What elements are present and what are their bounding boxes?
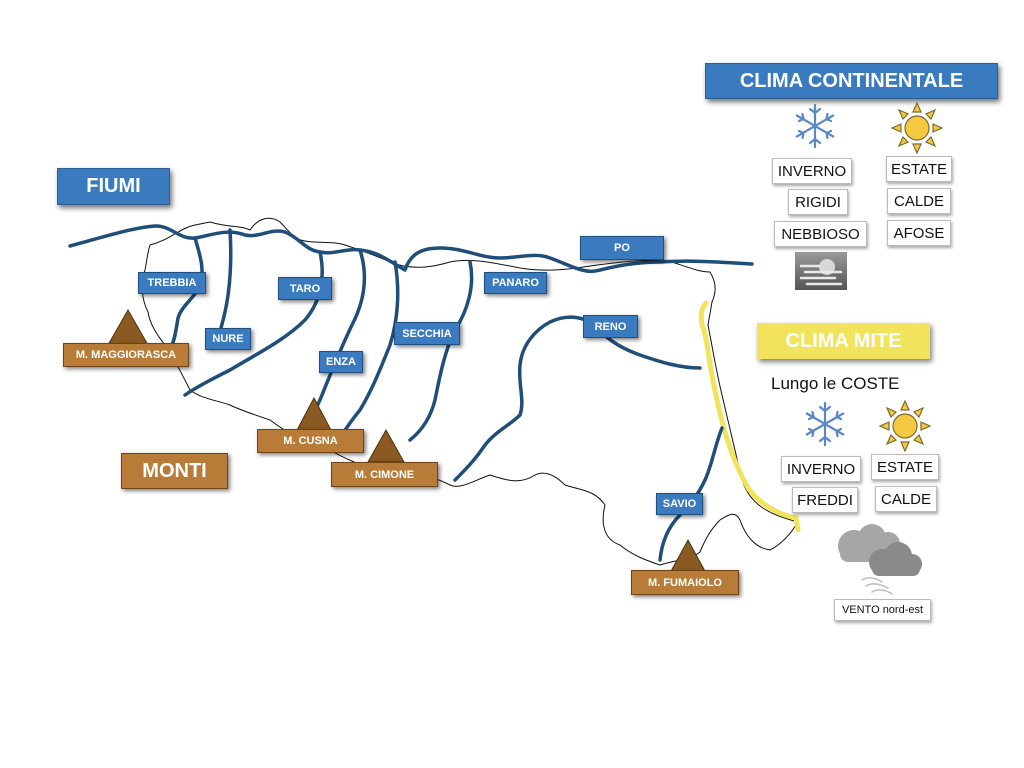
mite-winter-1: INVERNO [781, 456, 861, 482]
fiumi-title: FIUMI [57, 168, 170, 205]
river-label-taro: TARO [278, 277, 332, 300]
river-label-nure: NURE [205, 328, 251, 350]
mountain-label-fumaiolo: M. FUMAIOLO [631, 570, 739, 595]
clima-mite-title: CLIMA MITE [757, 323, 930, 359]
mite-summer-2: CALDE [875, 486, 937, 512]
river-label-trebbia: TREBBIA [138, 272, 206, 294]
continentale-summer-2: CALDE [887, 188, 951, 214]
continentale-winter-3: NEBBIOSO [774, 221, 867, 247]
storm-cloud-icon [838, 524, 922, 595]
sun-icon [891, 102, 943, 154]
continentale-summer-3: AFOSE [887, 220, 951, 246]
mountain-icon-maggiorasca [107, 308, 149, 346]
river-label-po: PO [580, 236, 664, 260]
river-reno [453, 315, 702, 482]
continentale-winter-2: RIGIDI [788, 189, 848, 215]
clima-continentale-title: CLIMA CONTINENTALE [705, 63, 998, 99]
river-secchia [338, 260, 400, 440]
region-border [141, 217, 799, 566]
mite-summer-1: ESTATE [871, 454, 939, 480]
mountain-label-maggiorasca: M. MAGGIORASCA [63, 343, 189, 367]
river-label-savio: SAVIO [656, 493, 703, 515]
mountain-icon-fumaiolo [669, 538, 707, 574]
river-label-panaro: PANARO [484, 272, 547, 294]
continentale-winter-1: INVERNO [772, 158, 852, 184]
mite-subtitle: Lungo le COSTE [771, 374, 900, 393]
fog-icon [795, 252, 847, 290]
river-enza [310, 248, 367, 420]
river-label-enza: ENZA [319, 351, 363, 373]
monti-title: MONTI [121, 453, 228, 489]
continentale-summer-1: ESTATE [886, 156, 952, 182]
mite-winter-2: FREDDI [792, 487, 858, 513]
snowflake-icon [795, 103, 835, 149]
river-nure [216, 228, 233, 340]
mountain-icon-cimone [367, 428, 405, 463]
wind-label: VENTO nord-est [834, 599, 931, 621]
coast-line [698, 300, 801, 533]
mountain-label-cusna: M. CUSNA [257, 429, 364, 453]
snowflake-icon [805, 401, 845, 447]
sun-icon [879, 400, 931, 452]
river-label-secchia: SECCHIA [394, 322, 460, 345]
river-label-reno: RENO [583, 315, 638, 338]
mountain-label-cimone: M. CIMONE [331, 462, 438, 487]
river-panaro [408, 260, 474, 442]
river-trebbia [170, 236, 204, 347]
mountain-icon-cusna [295, 396, 333, 433]
